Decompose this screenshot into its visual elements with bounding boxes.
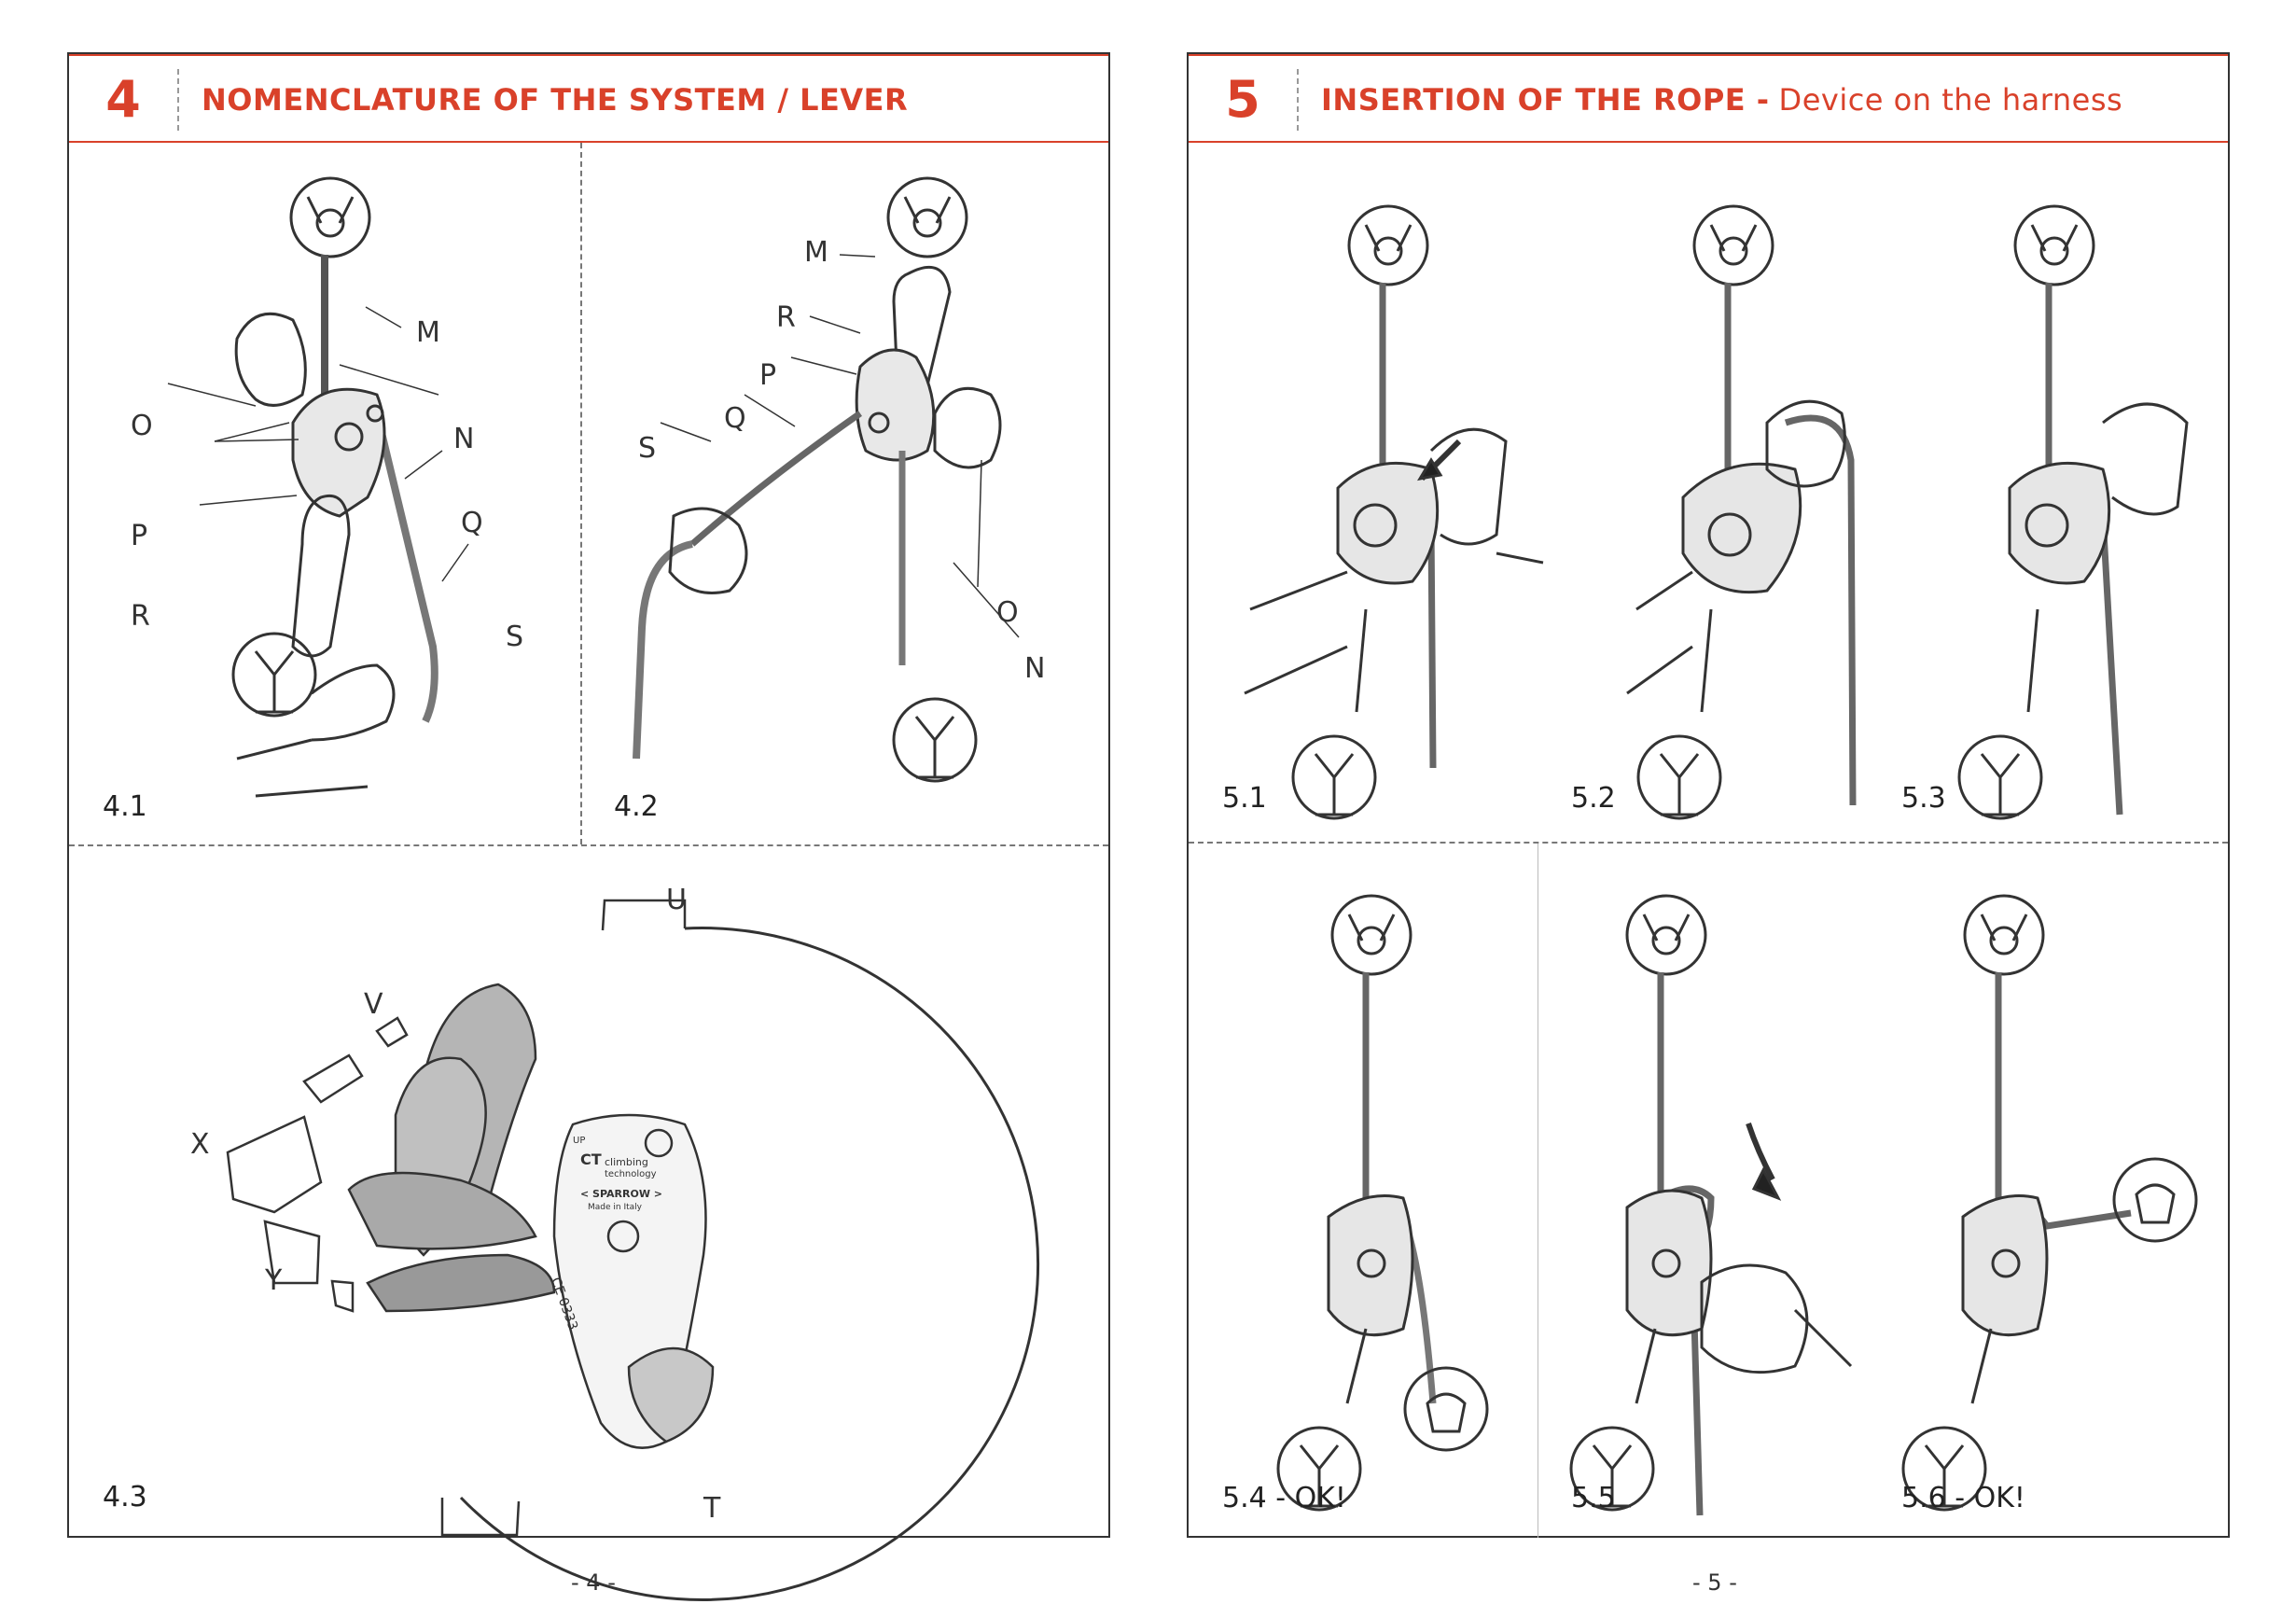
header-separator <box>177 69 179 131</box>
label-r: R <box>131 600 150 633</box>
section-title: INSERTION OF THE ROPE - Device on the ha… <box>1321 56 2122 143</box>
label-t: T <box>703 1492 721 1525</box>
figure-label-5-2: 5.2 <box>1571 782 1616 815</box>
label-o: O <box>996 596 1019 629</box>
section-number: 4 <box>105 70 141 129</box>
figures-5-4-to-5-6-illustration <box>1276 894 2198 1516</box>
figure-label-5-3: 5.3 <box>1901 782 1946 815</box>
figure-label-5-6: 5.6 - OK! <box>1901 1482 2025 1514</box>
figure-label-5-5: 5.5 <box>1571 1482 1616 1514</box>
device-brand-line2: technology <box>605 1169 657 1179</box>
figure-4-1-illustration <box>167 176 469 798</box>
section-title-text: INSERTION OF THE ROPE - <box>1321 81 1770 118</box>
figure-4-3: U V X Y T CT climbing technology < SPARR… <box>69 844 1108 1601</box>
section-4-header: 4 NOMENCLATURE OF THE SYSTEM / LEVER <box>69 54 1108 143</box>
label-s: S <box>506 621 524 653</box>
label-r: R <box>776 301 796 334</box>
section-subtitle: Device on the harness <box>1778 81 2123 118</box>
figure-label-5-4: 5.4 - OK! <box>1222 1482 1346 1514</box>
label-o: O <box>131 410 153 442</box>
figure-label-4-2: 4.2 <box>614 790 659 823</box>
device-brand: CT <box>580 1151 602 1168</box>
label-u: U <box>666 884 687 916</box>
header-separator <box>1297 69 1299 131</box>
label-q: Q <box>724 402 746 435</box>
label-v: V <box>364 988 383 1021</box>
divider-vertical <box>580 143 582 844</box>
page-number-4: - 4 - <box>571 1569 616 1596</box>
section-title: NOMENCLATURE OF THE SYSTEM / LEVER <box>202 56 908 143</box>
figures-5-1-to-5-3-illustration <box>1244 204 2189 820</box>
label-m: M <box>804 236 828 269</box>
label-p: P <box>759 359 777 392</box>
figure-label-4-1: 4.1 <box>103 790 147 823</box>
label-n: N <box>453 423 475 455</box>
section-title-text: NOMENCLATURE OF THE SYSTEM / LEVER <box>202 81 909 118</box>
label-n: N <box>1024 652 1046 685</box>
device-up: UP <box>573 1136 586 1146</box>
figure-4-1: M N O P Q R S 4.1 <box>69 143 580 844</box>
page-4: 4 NOMENCLATURE OF THE SYSTEM / LEVER <box>67 52 1110 1601</box>
figure-4-2: M R P Q S O N 4.2 <box>580 143 1108 844</box>
figure-label-4-3: 4.3 <box>103 1481 147 1513</box>
section-5-header: 5 INSERTION OF THE ROPE - Device on the … <box>1189 54 2228 143</box>
label-x: X <box>190 1128 210 1161</box>
device-model: < SPARROW > <box>580 1188 663 1200</box>
label-p: P <box>131 520 148 552</box>
device-made-in: Made in Italy <box>588 1203 642 1212</box>
label-s: S <box>638 432 657 465</box>
label-y: Y <box>265 1264 283 1297</box>
figure-4-3-illustration <box>226 899 1040 1601</box>
label-m: M <box>416 316 440 349</box>
divider-horizontal <box>69 844 1108 846</box>
page-5: 5 INSERTION OF THE ROPE - Device on the … <box>1187 52 2230 1538</box>
figure-label-5-1: 5.1 <box>1222 782 1267 815</box>
device-brand-line1: climbing <box>605 1156 648 1168</box>
label-q: Q <box>461 507 483 539</box>
page-number-5: - 5 - <box>1692 1569 1737 1596</box>
divider-horizontal <box>1189 842 2228 844</box>
figure-4-2-illustration <box>633 176 1020 783</box>
section-number: 5 <box>1225 70 1260 129</box>
